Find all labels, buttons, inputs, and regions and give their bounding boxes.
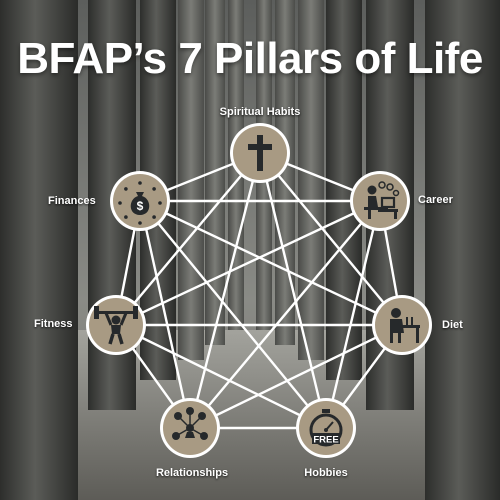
pillar-node-finances: $ [110, 171, 170, 231]
weightlifter-icon [94, 306, 138, 345]
person-at-desk-icon [364, 181, 400, 219]
pillar-node-hobbies: FREE [296, 398, 356, 458]
stopwatch-free-icon: FREE [309, 409, 343, 447]
connection-line [114, 199, 382, 327]
pillar-label-diet: Diet [442, 319, 463, 331]
pillar-label-fitness: Fitness [34, 318, 73, 330]
connection-line [188, 323, 404, 430]
connection-line [138, 199, 328, 430]
connection-line [138, 199, 404, 327]
diagram-title: BFAP’s 7 Pillars of Life [17, 34, 483, 83]
pillar-label-finances: Finances [48, 195, 96, 207]
svg-text:$: $ [137, 199, 144, 213]
pillar-nodes: FREE $ [86, 123, 432, 458]
connection-line [188, 199, 382, 430]
person-eating-icon [390, 308, 420, 343]
connection-line [188, 151, 262, 430]
pillar-node-diet [372, 295, 432, 355]
connection-line [258, 151, 404, 327]
connection-line [114, 323, 328, 430]
money-bag-icon: $ [118, 181, 162, 225]
cross-icon [248, 135, 272, 171]
pillar-label-spiritual-habits: Spiritual Habits [219, 106, 301, 118]
pillar-node-fitness [86, 295, 146, 355]
pillar-label-hobbies: Hobbies [304, 467, 348, 479]
pillar-node-relationships [160, 398, 220, 458]
connection-lines [114, 151, 404, 430]
pillar-label-career: Career [418, 194, 453, 206]
connection-line [114, 151, 262, 327]
pillar-node-career [350, 171, 410, 231]
connection-line [258, 151, 328, 430]
pillar-node-spiritual-habits [230, 123, 290, 183]
connection-line [324, 199, 382, 430]
connection-line [138, 199, 192, 430]
free-badge-text: FREE [313, 435, 338, 446]
pillar-label-relationships: Relationships [155, 467, 229, 479]
people-network-icon [172, 407, 208, 440]
